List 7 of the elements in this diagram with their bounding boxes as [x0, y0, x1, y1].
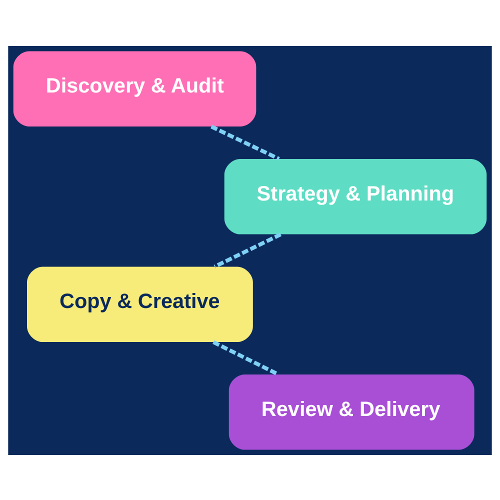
- node-box: Copy & Creative: [27, 266, 253, 342]
- connector: [214, 232, 282, 268]
- node-box: Strategy & Planning: [224, 158, 487, 234]
- connector: [210, 124, 280, 160]
- node-box: Discovery & Audit: [13, 50, 256, 126]
- connector: [212, 340, 280, 376]
- node-box: Review & Delivery: [228, 374, 474, 450]
